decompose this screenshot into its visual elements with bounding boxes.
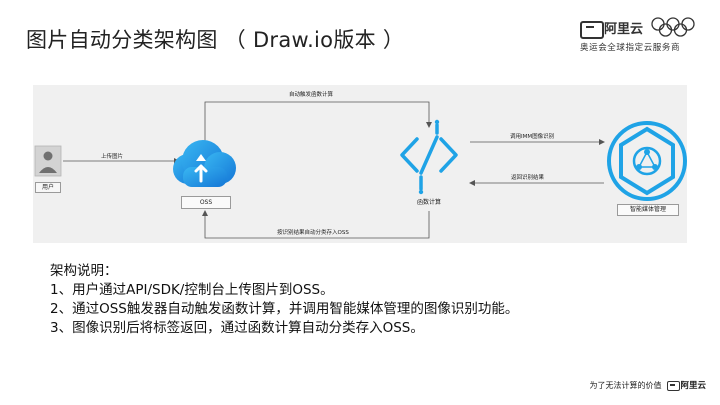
description-item: 1、用户通过API/SDK/控制台上传图片到OSS。	[50, 282, 334, 298]
diagram-canvas	[34, 101, 687, 239]
function-compute-node-label: 函数计算	[416, 199, 441, 206]
imm-hexagon-icon	[607, 121, 687, 201]
description-item: 2、通过OSS触发器自动触发函数计算，并调用智能媒体管理的图像识别功能。	[50, 301, 519, 317]
oss-node-label: OSS	[181, 196, 231, 209]
user-node-label: 用户	[35, 182, 61, 193]
aliyun-logo-icon	[580, 20, 604, 39]
trigger-arrow	[204, 101, 432, 143]
brand-logo: 阿里云	[580, 18, 644, 39]
brand-header: 阿里云 奥运会全球指定云服务商	[580, 16, 698, 56]
function-compute-icon	[400, 119, 458, 195]
footer: 为了无法计算的价值 阿里云	[589, 379, 706, 391]
description-item: 3、图像识别后将标签返回，通过函数计算自动分类存入OSS。	[50, 320, 424, 336]
return-result-label: 返回识别结果	[511, 175, 545, 181]
upload-label: 上传图片	[101, 154, 124, 160]
oss-cloud-upload-icon	[173, 140, 236, 187]
brand-name: 阿里云	[604, 22, 644, 37]
architecture-description: 架构说明： 1、用户通过API/SDK/控制台上传图片到OSS。 2、通过OSS…	[50, 262, 518, 338]
call-imm-label: 调用IMM图像识别	[510, 134, 555, 140]
footer-slogan: 为了无法计算的价值	[589, 380, 662, 390]
user-placeholder-icon	[34, 145, 62, 177]
imm-node-label: 智能媒体管理	[617, 204, 679, 216]
store-label: 按识别结果自动分类存入OSS	[277, 230, 349, 236]
brand-subtitle: 奥运会全球指定云服务商	[580, 43, 681, 53]
store-arrow	[202, 210, 430, 239]
aliyun-footer-logo-icon	[667, 381, 681, 391]
slide-title: 图片自动分类架构图 （ Draw.io版本 ）	[26, 28, 405, 52]
olympic-rings-icon	[651, 17, 695, 37]
description-heading: 架构说明：	[50, 263, 118, 279]
architecture-diagram: 自动触发函数计算 上传图片 调用IMM图像识别 返回识别结果 按识别结果自动分类…	[33, 85, 687, 243]
trigger-label: 自动触发函数计算	[289, 92, 334, 98]
footer-brand: 阿里云	[680, 381, 706, 391]
